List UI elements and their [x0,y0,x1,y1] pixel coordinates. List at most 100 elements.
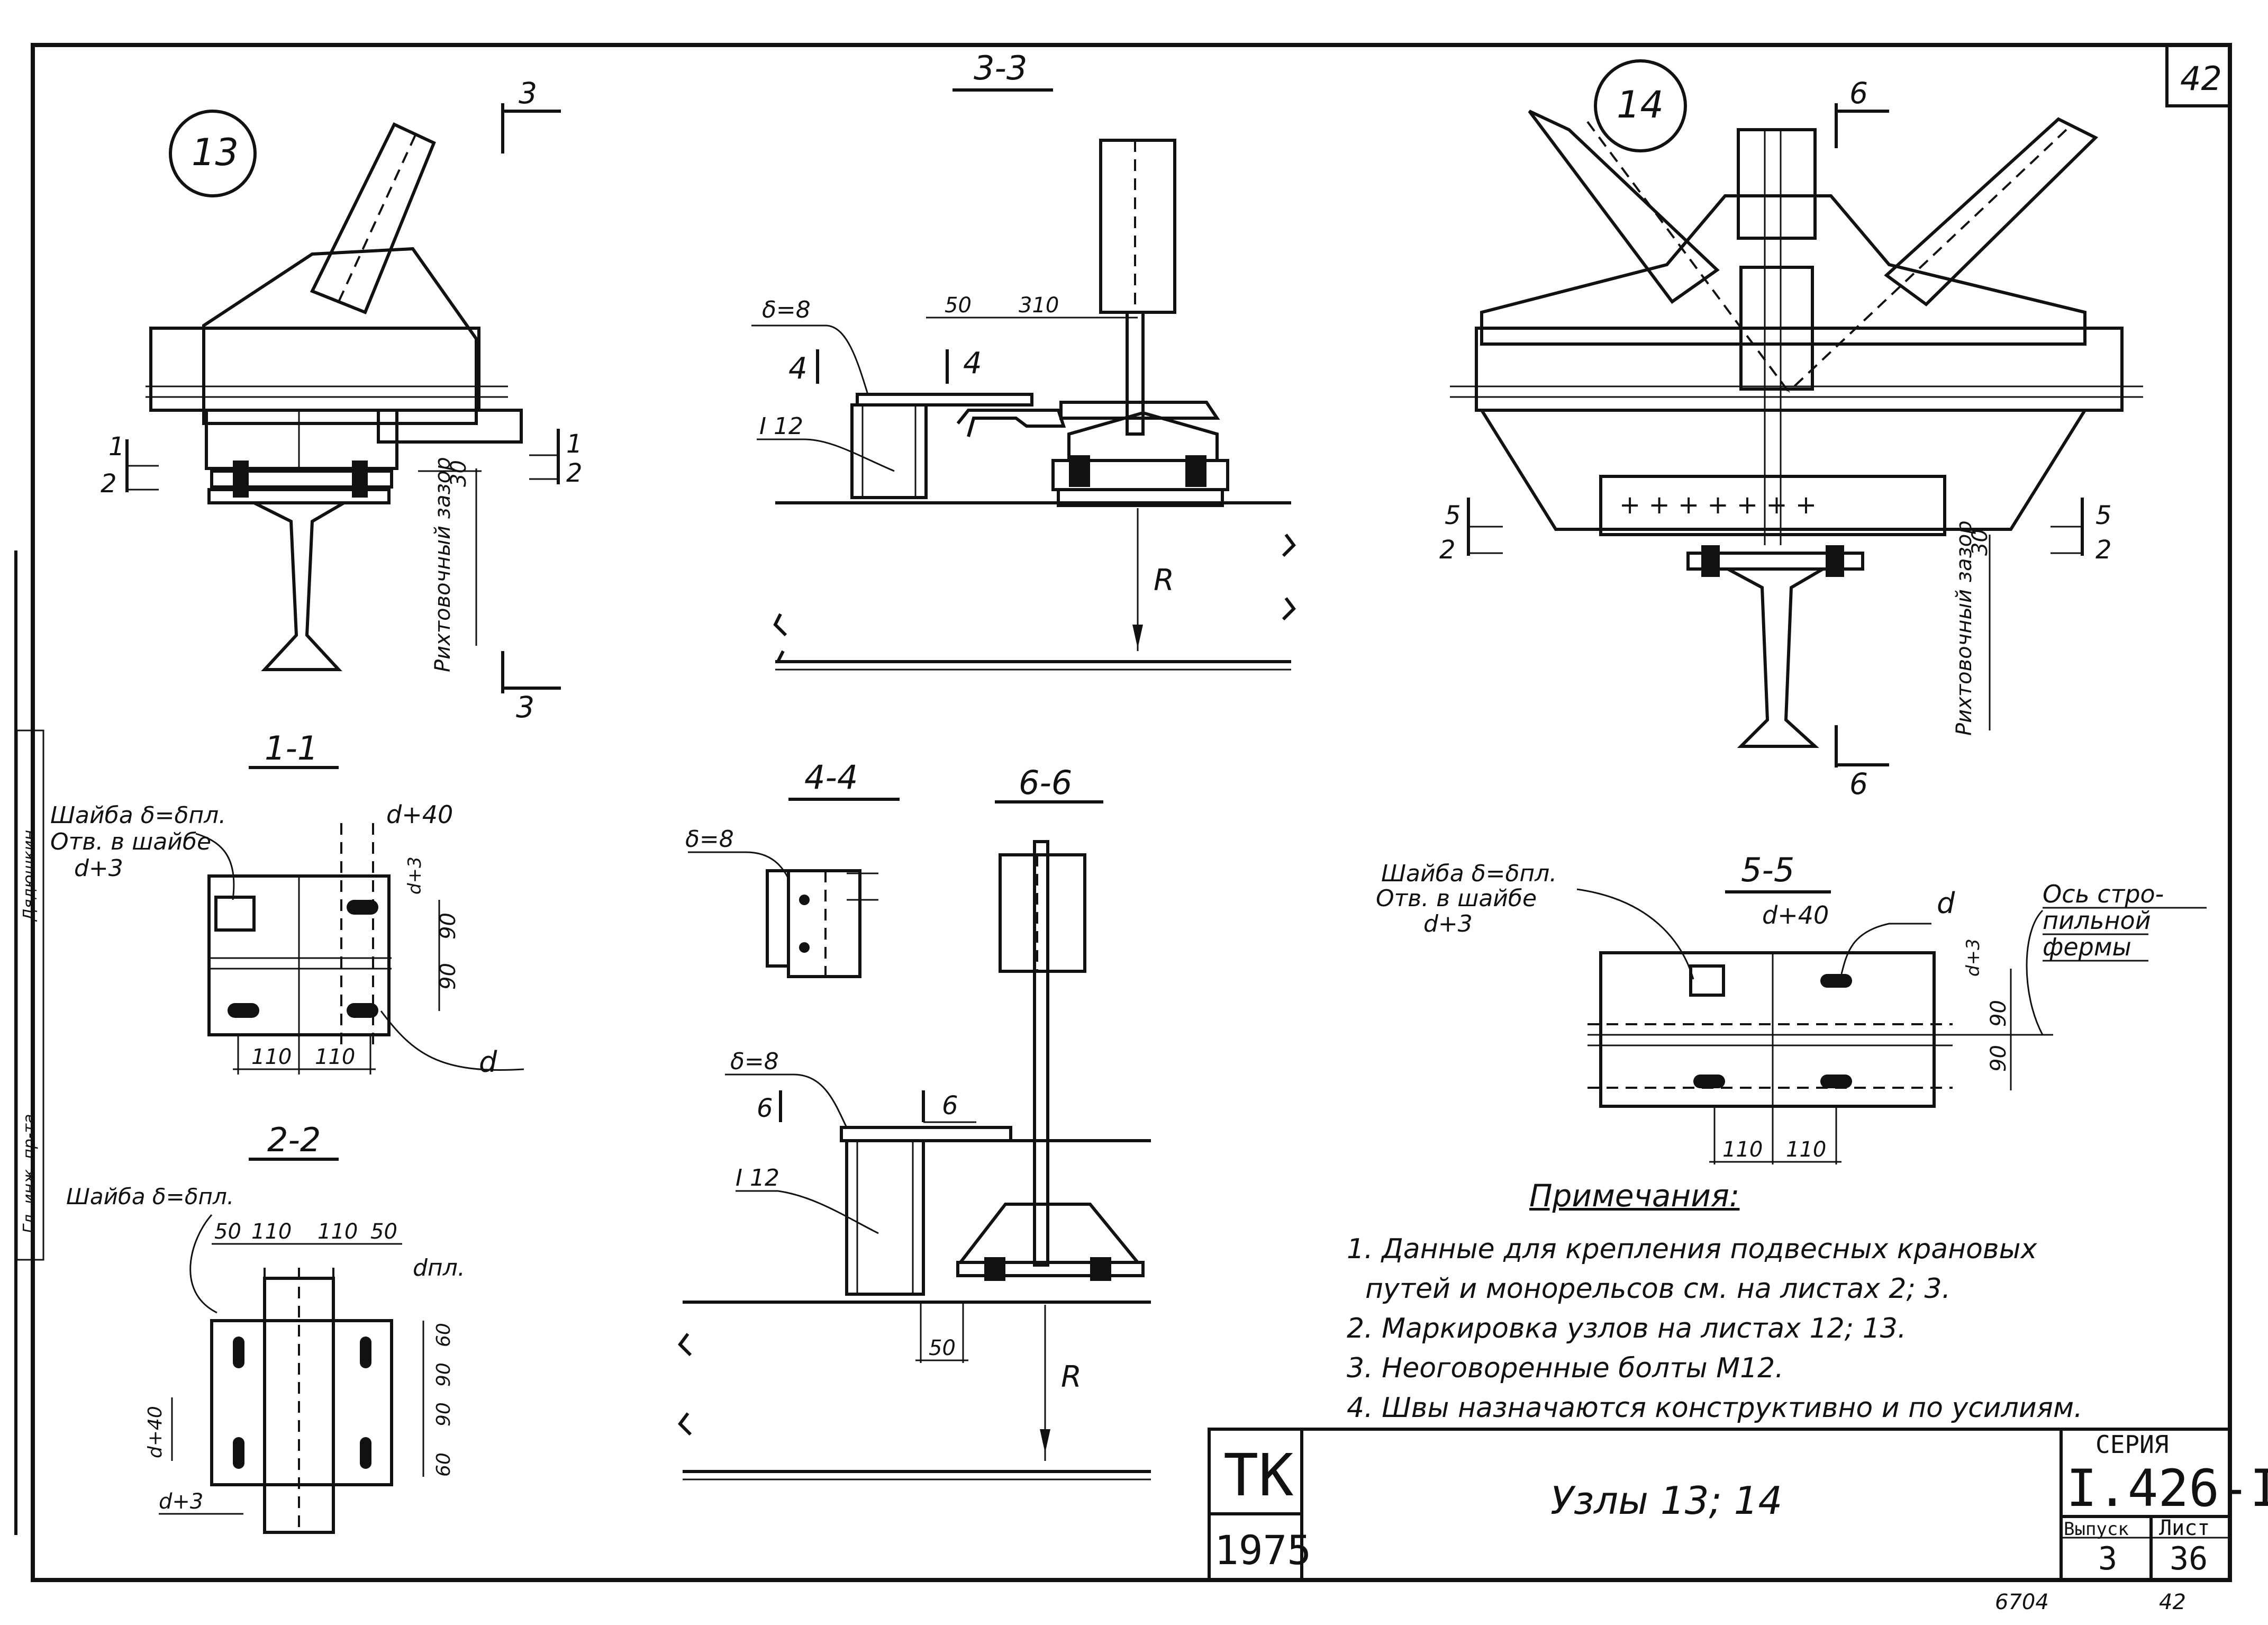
mark-6-top: 6 [1849,76,1868,110]
node-14-elevation: 14 + + + + + + + 6 6 [1439,59,2143,801]
node-14-rail [1727,567,1829,748]
mark-6-bottom: 6 [1849,767,1868,801]
node-14-post [1737,128,1817,240]
i12-label-b: I 12 [736,1164,779,1191]
reaction-R-2: R [1061,1360,1082,1394]
inventory-number: 6704 [1995,1590,2049,1614]
node-14-gap-30: 30 [1968,529,1992,556]
section-4-4-plate [787,869,861,978]
mark-5-left: 5 [1445,501,1461,530]
section-1-1: 1-1 110 110 90 90 d+3 d+40 d Шайба δ=δпл… [50,729,524,1079]
node-14-splice-plate [1599,475,1946,536]
section-1-1-washer [214,896,256,932]
i12-label-a: I 12 [759,413,803,440]
dim-90-b: 90 [436,913,460,940]
node-14-chord [1475,327,2124,412]
washer-label-1: Шайба δ=δпл. [50,802,226,829]
mark-2-right-14: 2 [2095,535,2112,565]
mark-4-left: 4 [788,351,808,386]
dim-110-c: 110 [251,1220,292,1244]
title-block: ТК 1975 Узлы 13; 14 СЕРИЯ I.426-I Выпуск… [1208,1428,2268,1582]
node-13-shim [377,409,523,444]
section-2-2-label: 2-2 [267,1121,321,1159]
washer-label-2: Шайба δ=δпл. [66,1184,234,1209]
dim-90-a: 90 [436,963,460,990]
sheet-label: Лист [2159,1516,2210,1540]
node-13-gap-30: 30 [447,460,471,487]
note-3: 3. Неоговоренные болты М12. [1347,1352,1784,1384]
node-13-rikht-gap: Рихтовочный зазор [431,457,455,672]
node-13-base-plate [210,470,393,489]
section-5-5-label: 5-5 [1741,851,1794,889]
dim-d40-5: d+40 [1762,901,1829,929]
dim-90-c: 90 [433,1362,455,1387]
sheet-number-box [2165,43,2231,107]
dim-50-6: 50 [929,1336,956,1360]
title-year: 1975 [1214,1527,1311,1574]
section-1-1-label: 1-1 [265,729,318,768]
mark-6-right: 6 [942,1091,958,1121]
left-stamp-text-1: Гл. инж. пр-та [20,1114,39,1233]
reaction-R-1: R [1154,563,1174,598]
node-14-gusset [1480,194,2086,346]
section-6-6-chord [999,853,1086,973]
section-5-5-plate [1599,951,1936,1108]
node-13-gusset [202,247,478,425]
issue-value: 3 [2098,1540,2117,1577]
washer-label-5: Шайба δ=δпл. [1381,860,1557,887]
mark-3-top: 3 [519,76,537,110]
delta-8-b: δ=8 [685,826,734,853]
section-5-5: 5-5 110 110 d+40 d 90 90 d+3 Шайба δ=δпл… [1376,851,2207,1164]
left-stamp-box [16,729,44,1261]
mark-2-right: 2 [566,458,583,488]
node-13-chord [149,327,480,412]
washer-d3-1: d+3 [74,855,123,882]
section-6-6-i12 [845,1139,925,1296]
section-3-3-i12 [850,403,928,499]
dim-90-e: 90 [1986,1000,2011,1027]
section-3-3-label: 3-3 [974,49,1027,87]
dim-50-a: 50 [214,1220,241,1244]
mark-1-right: 1 [566,429,583,459]
title-text: Узлы 13; 14 [1550,1478,1782,1523]
section-2-2: 2-2 50 110 110 50 dпл. 60 90 90 60 d+40 … [66,1121,465,1534]
page-number-bottom: 42 [2159,1590,2186,1614]
mark-6-left: 6 [757,1094,773,1123]
washer-hole-5: Отв. в шайбе [1376,885,1537,912]
axis-label-2: пильной [2043,906,2151,935]
mark-4-right: 4 [963,346,982,381]
delta-8-c: δ=8 [730,1048,779,1075]
axis-label-3: фермы [2043,933,2131,961]
dim-110-e: 110 [1722,1138,1763,1162]
node-14-label: 14 [1617,83,1664,127]
node-13-rail [253,501,350,671]
node-14-circle [1594,59,1687,152]
node-13-label: 13 [192,131,239,174]
dim-90-f: 90 [1986,1045,2011,1072]
node-14-brace-right [1884,117,2099,306]
sheet-value: 36 [2170,1540,2208,1577]
section-3-3: 3-3 R 50 310 δ=8 [751,49,1296,671]
node-14-rikht-gap: Рихтовочный зазор [1952,520,1976,736]
section-3-3-chord [1099,139,1176,314]
note-1b: путей и монорельсов см. на листах 2; 3. [1365,1273,1951,1305]
section-6-6-label: 6-6 [1019,763,1072,802]
axis-label-1: Ось стро- [2043,880,2164,908]
dim-110-b: 110 [315,1045,355,1069]
section-6-6: 6-6 R 50 δ=8 I 12 6 6 [678,763,1151,1480]
node-13-elevation: 13 3 3 1 2 1 2 [101,76,583,724]
dim-60-a: 60 [433,1323,455,1347]
dim-90-d: 90 [433,1402,455,1427]
dim-50-b: 50 [370,1220,397,1244]
series-label: СЕРИЯ [2095,1430,2169,1459]
sheet-frame [31,43,2232,1582]
washer-hole-1: Отв. в шайбе [50,828,211,855]
series-value: I.426-I [2066,1459,2268,1518]
node-14-bolts: + + + + + + + [1619,490,1817,520]
dim-d40-2: d+40 [144,1406,166,1458]
title-block-frame [1208,1428,2231,1582]
dim-110-d: 110 [317,1220,358,1244]
dim-60-b: 60 [433,1452,455,1477]
dim-110-a: 110 [251,1045,292,1069]
dim-310: 310 [1019,293,1059,318]
